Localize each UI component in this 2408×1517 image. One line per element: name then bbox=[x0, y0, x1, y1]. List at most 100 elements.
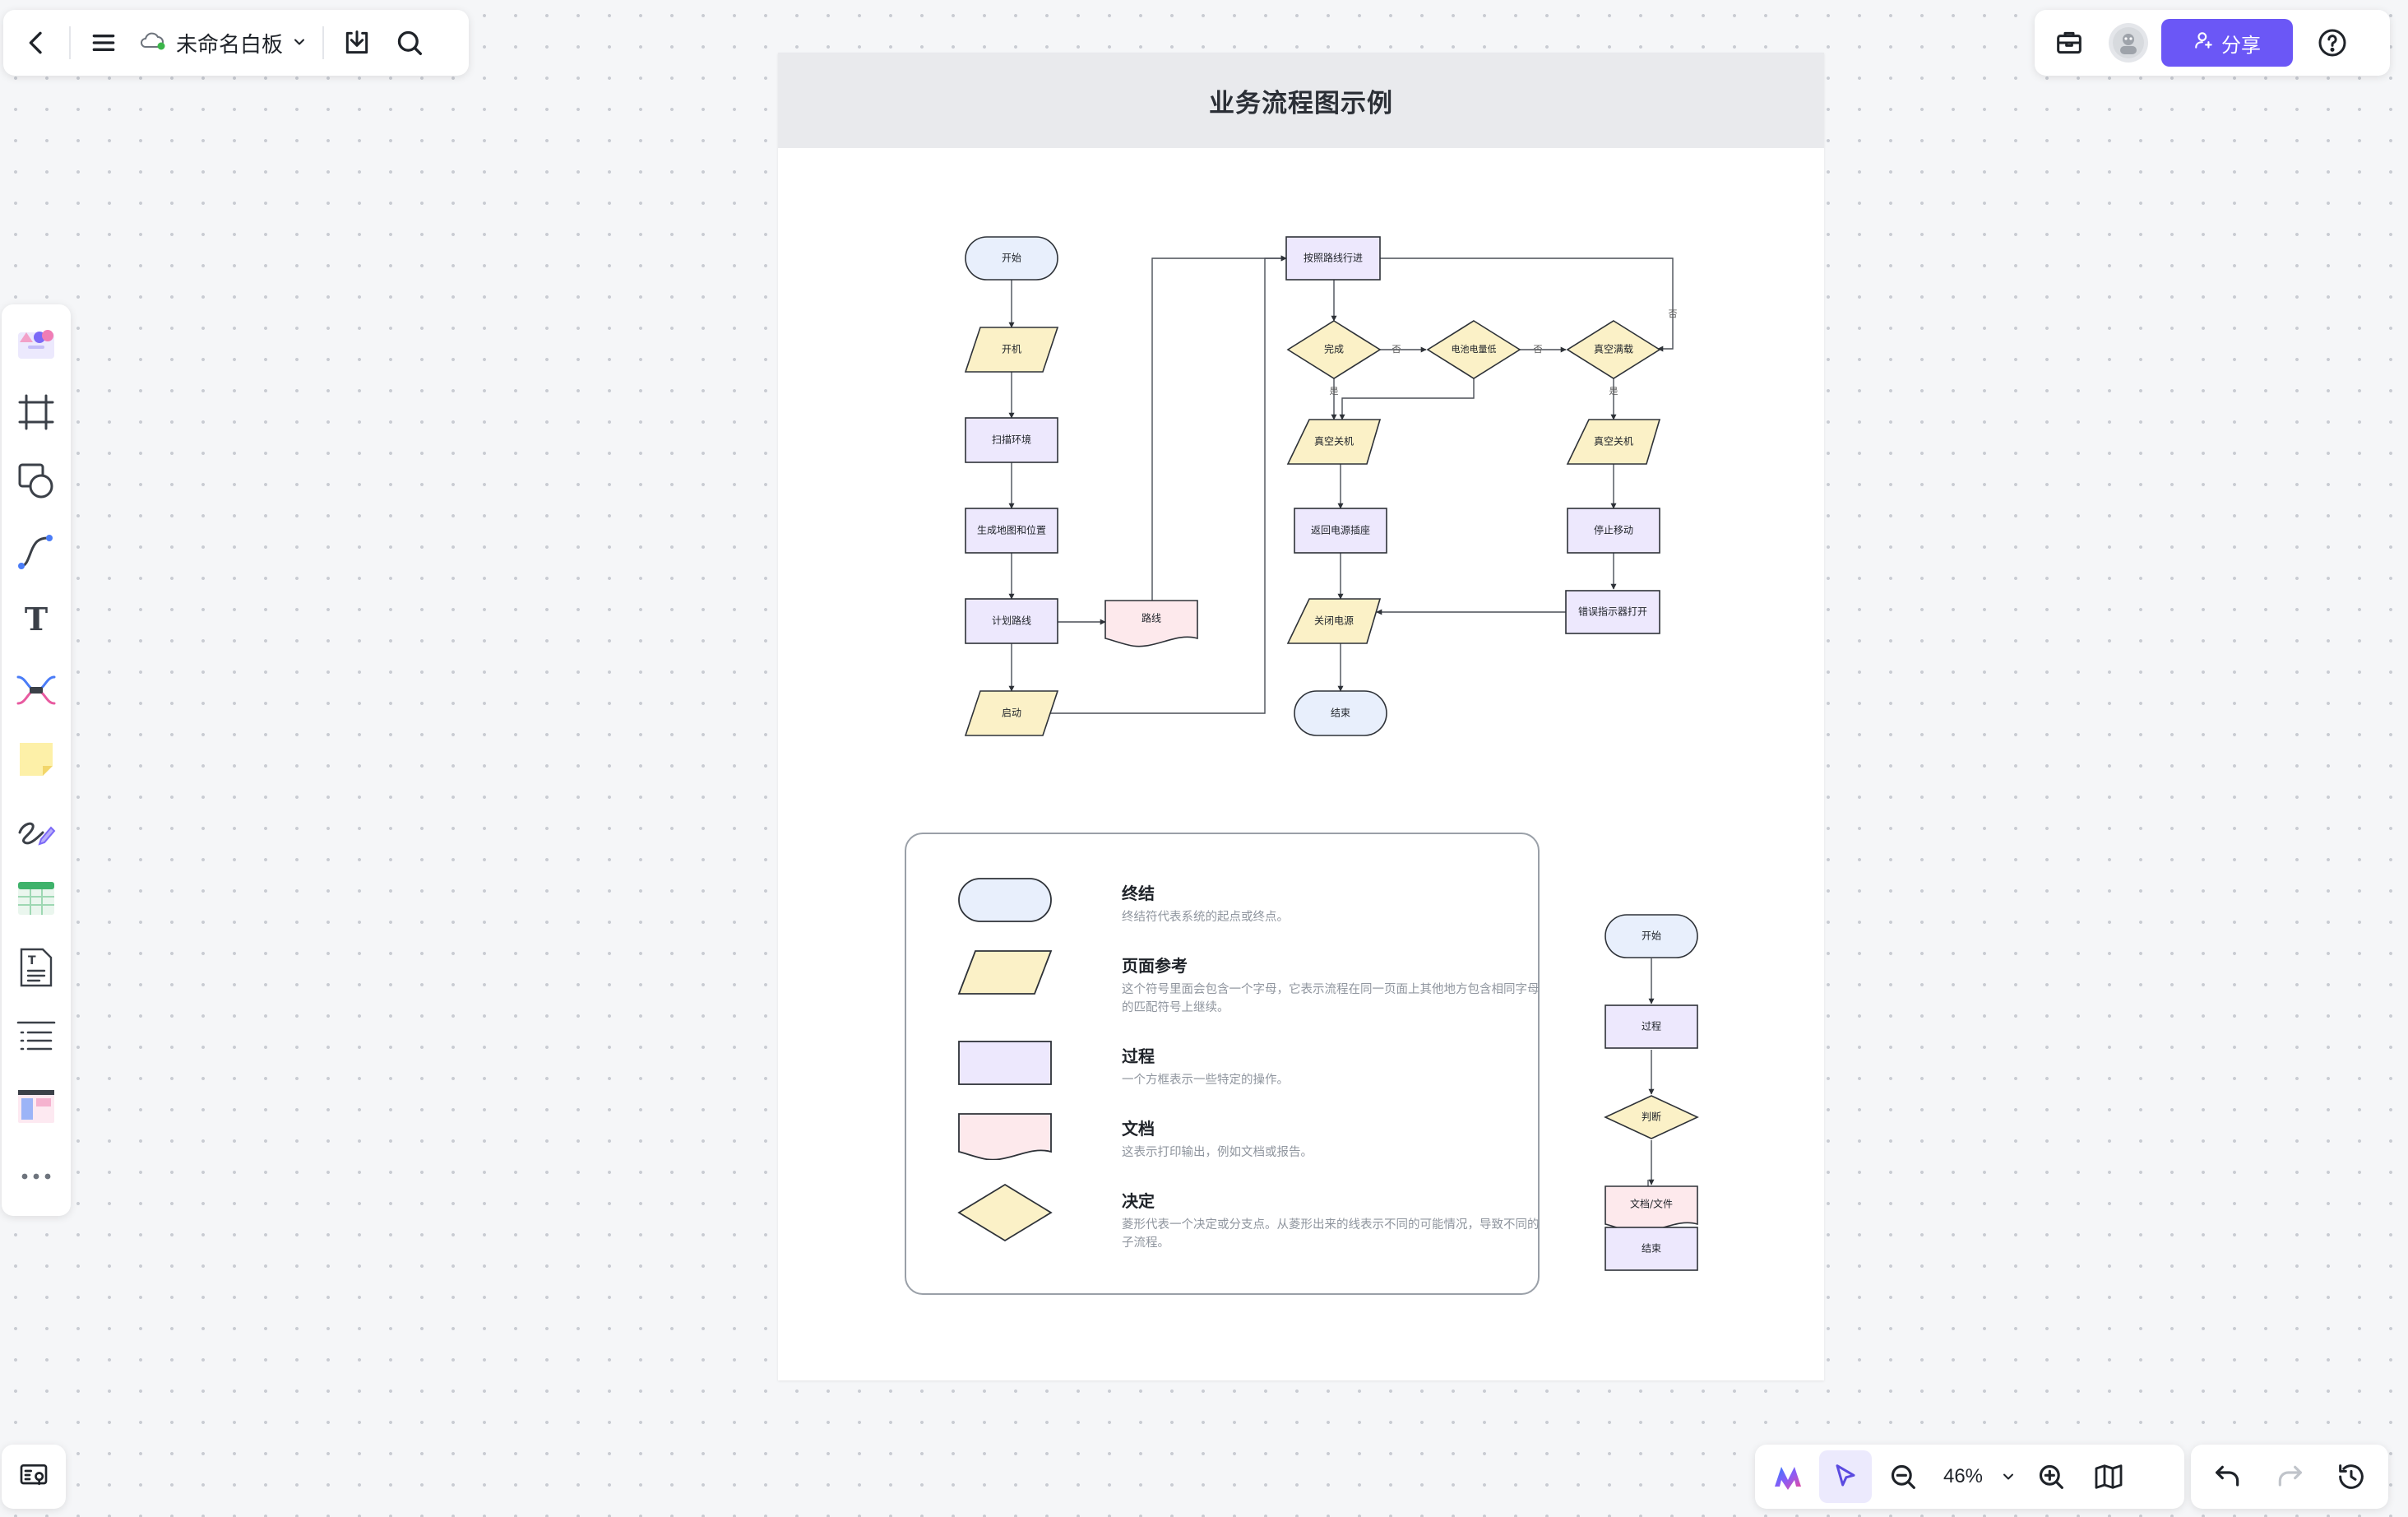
node-plan-route[interactable] bbox=[965, 598, 1058, 644]
chevron-down-icon bbox=[291, 30, 308, 56]
mini-node-start[interactable] bbox=[1605, 914, 1698, 958]
outline-button[interactable] bbox=[2, 1445, 66, 1509]
ai-logo-icon[interactable] bbox=[1762, 1450, 1814, 1503]
mini-node-label: 判断 bbox=[1642, 1111, 1661, 1123]
share-button[interactable]: 分享 bbox=[2161, 19, 2293, 67]
text-icon[interactable]: T bbox=[10, 591, 63, 650]
mini-node-end[interactable] bbox=[1605, 1227, 1698, 1271]
node-label: 路线 bbox=[1141, 612, 1161, 624]
list-icon[interactable] bbox=[10, 1008, 63, 1067]
node-return-dock[interactable] bbox=[1294, 508, 1387, 554]
template-icon[interactable] bbox=[10, 313, 63, 372]
mini-node-process[interactable] bbox=[1605, 1004, 1698, 1049]
node-label: 计划路线 bbox=[992, 615, 1031, 627]
mini-node-label: 文档/文件 bbox=[1630, 1198, 1673, 1210]
legend-title: 页面参考 bbox=[1122, 958, 1188, 976]
toolbox-icon[interactable] bbox=[2043, 16, 2095, 69]
avatar[interactable] bbox=[2109, 23, 2148, 63]
bottom-toolbar: 46% bbox=[1755, 1445, 2184, 1509]
legend-title: 终结 bbox=[1122, 885, 1155, 903]
node-vacuum-full[interactable] bbox=[1566, 320, 1661, 379]
back-icon[interactable] bbox=[10, 16, 63, 69]
node-route-document[interactable] bbox=[1104, 600, 1198, 647]
legend-item-page-reference: 页面参考 这个符号里面会包含一个字母，它表示流程在同一页面上其他地方包含相同字母… bbox=[957, 948, 1540, 1014]
download-icon[interactable] bbox=[331, 16, 383, 69]
terminal-shape-icon bbox=[958, 878, 1052, 922]
node-scan[interactable] bbox=[965, 417, 1058, 463]
node-launch[interactable] bbox=[964, 690, 1059, 736]
svg-text:T: T bbox=[28, 954, 36, 967]
map-icon[interactable] bbox=[2082, 1450, 2135, 1503]
parallelogram-shape-icon bbox=[957, 950, 1053, 995]
legend-title: 过程 bbox=[1122, 1048, 1155, 1066]
zoom-in-icon[interactable] bbox=[2025, 1450, 2077, 1503]
node-error-light[interactable] bbox=[1565, 590, 1660, 634]
search-icon[interactable] bbox=[383, 16, 436, 69]
legend-desc: 这个符号里面会包含一个字母，它表示流程在同一页面上其他地方包含相同字母的匹配符号… bbox=[1122, 983, 1540, 1014]
text-card-icon[interactable]: T bbox=[10, 938, 63, 997]
pen-icon[interactable] bbox=[10, 799, 63, 858]
mini-node-decision[interactable] bbox=[1604, 1095, 1699, 1139]
node-start[interactable] bbox=[965, 236, 1058, 281]
node-generate-map[interactable] bbox=[965, 508, 1058, 554]
node-end[interactable] bbox=[1294, 690, 1387, 736]
frame-icon[interactable] bbox=[10, 382, 63, 441]
zoom-level[interactable]: 46% bbox=[1943, 1465, 1984, 1487]
more-icon[interactable] bbox=[10, 1147, 63, 1206]
edge bbox=[1339, 370, 1475, 420]
board-title-button[interactable]: 未命名白板 bbox=[130, 28, 316, 58]
node-label: 开始 bbox=[1002, 253, 1021, 264]
node-power-on[interactable] bbox=[964, 327, 1059, 373]
node-label: 返回电源插座 bbox=[1311, 524, 1370, 536]
node-vacuum-off-left[interactable] bbox=[1286, 419, 1382, 465]
diamond-shape-icon bbox=[957, 1183, 1053, 1242]
node-power-off[interactable] bbox=[1286, 598, 1382, 644]
node-label: 启动 bbox=[1002, 707, 1021, 719]
node-label: 电池电量低 bbox=[1452, 344, 1497, 355]
sticky-note-icon[interactable] bbox=[10, 730, 63, 789]
edge-label-yes: 是 bbox=[1330, 386, 1339, 397]
redo-icon[interactable] bbox=[2263, 1450, 2316, 1503]
help-icon[interactable] bbox=[2306, 16, 2359, 69]
node-done[interactable] bbox=[1286, 320, 1382, 379]
layout-icon[interactable] bbox=[10, 1077, 63, 1136]
chevron-down-icon[interactable] bbox=[1997, 1450, 2020, 1503]
node-label: 完成 bbox=[1324, 343, 1344, 355]
node-label: 错误指示器打开 bbox=[1578, 605, 1647, 618]
history-icon[interactable] bbox=[2325, 1450, 2378, 1503]
svg-text:T: T bbox=[25, 601, 48, 638]
undo-icon[interactable] bbox=[2202, 1450, 2254, 1503]
flowchart-page[interactable]: 业务流程图示例 bbox=[778, 53, 1824, 1380]
node-follow-route[interactable] bbox=[1285, 236, 1381, 281]
edge-label-no: 否 bbox=[1392, 344, 1401, 355]
node-stop-move[interactable] bbox=[1567, 508, 1660, 554]
document-shape-icon bbox=[958, 1113, 1052, 1160]
node-vacuum-off-right[interactable] bbox=[1566, 419, 1661, 465]
table-icon[interactable] bbox=[10, 869, 63, 928]
shape-icon[interactable] bbox=[10, 452, 63, 511]
zoom-out-icon[interactable] bbox=[1877, 1450, 1929, 1503]
left-toolbar: T T bbox=[2, 304, 71, 1216]
mini-node-label: 结束 bbox=[1642, 1243, 1661, 1255]
top-right-toolbar: 分享 bbox=[2035, 10, 2390, 76]
legend-desc: 终结符代表系统的起点或终点。 bbox=[1122, 911, 1289, 924]
menu-icon[interactable] bbox=[77, 16, 130, 69]
node-label: 真空关机 bbox=[1314, 436, 1354, 448]
legend-title: 文档 bbox=[1122, 1120, 1155, 1139]
node-label: 停止移动 bbox=[1594, 524, 1633, 536]
share-label: 分享 bbox=[2221, 34, 2261, 57]
legend-item-process: 过程 一个方框表示一些特定的操作。 bbox=[957, 1038, 1517, 1104]
connector-icon[interactable] bbox=[10, 521, 63, 580]
history-toolbar bbox=[2191, 1445, 2388, 1509]
node-label: 关闭电源 bbox=[1314, 615, 1354, 627]
legend-box[interactable]: 终结 终结符代表系统的起点或终点。 页面参考 这个符号里面会包含一个字母，它表示… bbox=[905, 833, 1540, 1295]
divider bbox=[322, 26, 325, 59]
mini-node-label: 开始 bbox=[1642, 930, 1661, 942]
node-label: 真空关机 bbox=[1594, 436, 1633, 448]
node-label: 真空满载 bbox=[1594, 344, 1633, 355]
edge bbox=[1380, 257, 1674, 352]
mini-node-label: 过程 bbox=[1642, 1020, 1661, 1032]
select-pointer-icon[interactable] bbox=[1819, 1450, 1872, 1503]
node-battery-low[interactable] bbox=[1426, 320, 1521, 379]
mindmap-icon[interactable] bbox=[10, 660, 63, 719]
